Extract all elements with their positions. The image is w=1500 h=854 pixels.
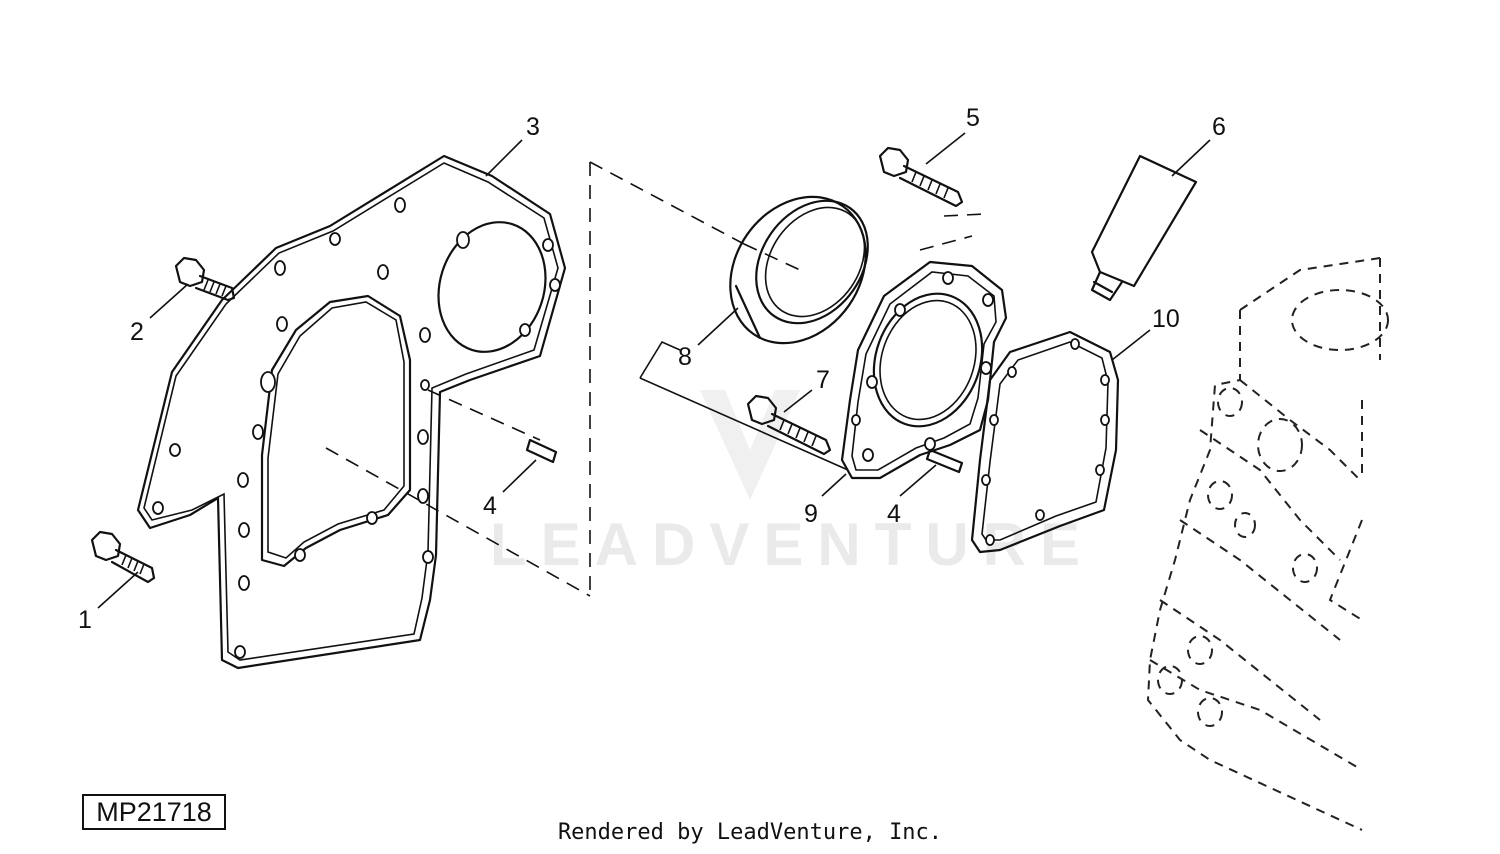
part-4-dowel-pin-left bbox=[525, 438, 558, 464]
part-6-sealant-tube bbox=[1090, 154, 1198, 302]
callout-2: 2 bbox=[130, 318, 144, 346]
watermark-text: LEADVENTURE bbox=[490, 511, 1094, 578]
part-2-cap-screw bbox=[174, 256, 236, 302]
callout-9: 9 bbox=[804, 500, 818, 528]
callout-7: 7 bbox=[816, 366, 830, 394]
callout-10: 10 bbox=[1152, 305, 1180, 333]
callout-3: 3 bbox=[526, 113, 540, 141]
part-9-seal-housing bbox=[840, 213, 1008, 480]
callout-4-left: 4 bbox=[483, 492, 497, 520]
part-3-rear-plate bbox=[136, 154, 591, 670]
plate-bolt-holes bbox=[152, 197, 561, 659]
part-1-cap-screw bbox=[90, 530, 156, 584]
part-10-gasket bbox=[970, 330, 1120, 554]
callout-leaders bbox=[97, 132, 1211, 609]
figure-id-label: MP21718 bbox=[82, 794, 226, 830]
part-4-dowel-pin-right bbox=[925, 448, 964, 474]
engine-block-reference bbox=[1146, 257, 1389, 831]
callout-5: 5 bbox=[966, 104, 980, 132]
callout-labels: 1 2 3 4 4 5 6 7 8 9 10 bbox=[78, 104, 1226, 634]
render-credit: Rendered by LeadVenture, Inc. bbox=[557, 820, 943, 845]
gasket-bolt-holes bbox=[981, 338, 1110, 546]
part-7-cap-screw bbox=[746, 394, 832, 456]
callout-6: 6 bbox=[1212, 113, 1226, 141]
part-8-oil-seal bbox=[729, 195, 869, 345]
callout-1: 1 bbox=[78, 606, 92, 634]
callout-4-right: 4 bbox=[887, 500, 901, 528]
callout-8: 8 bbox=[678, 343, 692, 371]
part-5-cap-screw bbox=[878, 146, 964, 208]
alignment-bracket bbox=[589, 161, 801, 598]
housing-bolt-holes bbox=[851, 271, 994, 462]
